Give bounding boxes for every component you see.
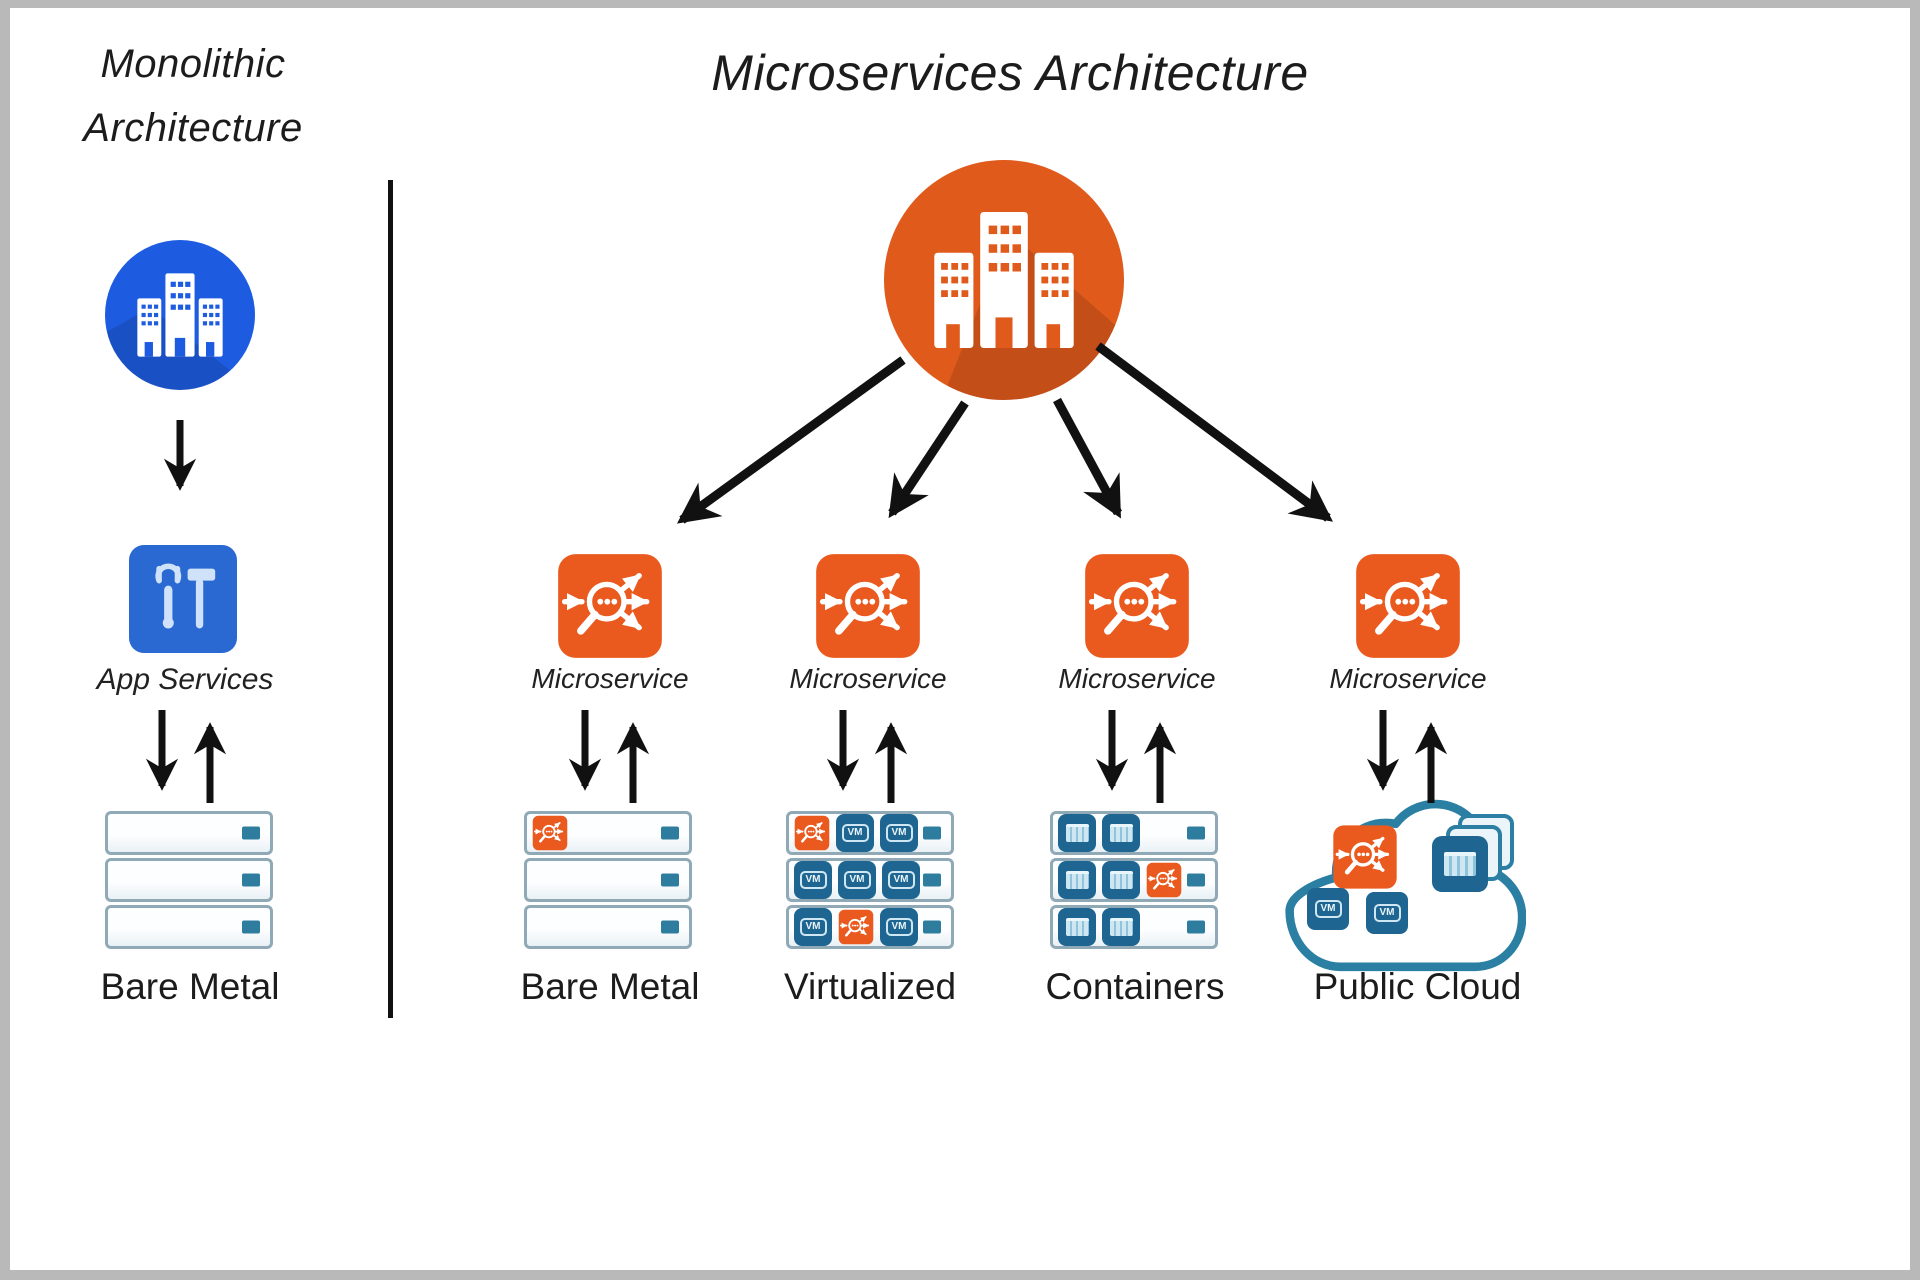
vm-icon: VM — [794, 861, 832, 899]
containers-label: Containers — [1045, 966, 1225, 1007]
wrench-hammer-icon — [137, 553, 229, 645]
server-row — [524, 811, 692, 855]
server-row — [105, 858, 273, 902]
arrow-to-microservice-3 — [1053, 397, 1122, 519]
vm-icon: VM — [882, 861, 920, 899]
diagram-canvas: Monolithic Architecture Microservices Ar… — [10, 8, 1910, 1270]
microservices-title: Microservices Architecture — [711, 45, 1309, 101]
server-led — [661, 920, 679, 934]
bare-metal-label: Bare Metal — [520, 966, 700, 1007]
monolith-bare-metal-label: Bare Metal — [100, 966, 280, 1007]
buildings-icon — [919, 192, 1089, 362]
vm-icon: VM — [836, 814, 874, 852]
microservice-icon — [532, 815, 568, 851]
server-led — [1187, 826, 1205, 840]
server-led — [242, 873, 260, 887]
server-row — [1050, 811, 1218, 855]
vm-icon: VM — [838, 861, 876, 899]
container-icon — [1102, 814, 1140, 852]
microservices-app-icon — [884, 160, 1124, 400]
microservice-icon — [838, 909, 874, 945]
server-row: VM VM VM — [786, 858, 954, 902]
server-led — [923, 826, 941, 840]
server-row — [1050, 905, 1218, 949]
app-services-icon — [129, 545, 237, 653]
microservice-icon — [794, 815, 830, 851]
microservice-icon — [814, 552, 922, 660]
server-led — [1187, 873, 1205, 887]
vm-icon: VM — [880, 814, 918, 852]
server-row: VM VM — [786, 811, 954, 855]
vm-icon: VM — [1307, 888, 1349, 930]
monolithic-title-line1: Monolithic — [100, 42, 286, 86]
container-icon — [1058, 814, 1096, 852]
vm-icon: VM — [794, 908, 832, 946]
flow-arrows — [145, 420, 1448, 803]
microservice-label: Microservice — [1058, 663, 1216, 694]
microservice-icon — [1354, 552, 1462, 660]
server-row — [1050, 858, 1218, 902]
public-cloud-label: Public Cloud — [1313, 966, 1522, 1007]
container-icon — [1102, 861, 1140, 899]
container-icon — [1102, 908, 1140, 946]
container-icon — [1058, 908, 1096, 946]
server-led — [242, 920, 260, 934]
server-led — [661, 873, 679, 887]
container-stack-icon — [1430, 814, 1520, 904]
vm-icon: VM — [880, 908, 918, 946]
server-led — [242, 826, 260, 840]
microservice-icon — [1332, 824, 1398, 890]
containers-server-stack — [1050, 811, 1218, 952]
server-row — [105, 811, 273, 855]
arrow-to-microservice-1 — [676, 356, 906, 524]
app-services-label: App Services — [96, 663, 274, 696]
server-row — [105, 905, 273, 949]
server-led — [923, 873, 941, 887]
microservice-icon — [556, 552, 664, 660]
server-row: VM VM — [786, 905, 954, 949]
monolithic-title-line2: Architecture — [83, 106, 303, 150]
container-icon — [1058, 861, 1096, 899]
server-row — [524, 858, 692, 902]
microservice-icon — [1146, 862, 1182, 898]
vm-icon: VM — [1366, 892, 1408, 934]
monolith-app-icon — [105, 240, 255, 390]
arrow-to-microservice-2 — [888, 400, 969, 519]
monolith-server-stack — [105, 811, 273, 952]
microservice-label: Microservice — [531, 663, 689, 694]
microservice-label: Microservice — [1329, 663, 1487, 694]
microservice-icon — [1083, 552, 1191, 660]
buildings-icon — [128, 261, 232, 365]
server-row — [524, 905, 692, 949]
virtualized-label: Virtualized — [783, 966, 957, 1007]
virtualized-server-stack: VM VM VM VM VM VM VM — [786, 811, 954, 952]
microservice-label: Microservice — [789, 663, 947, 694]
bare-metal-server-stack — [524, 811, 692, 952]
arrow-to-microservice-4 — [1095, 342, 1333, 522]
monolithic-title: Monolithic Architecture — [58, 32, 328, 160]
server-led — [1187, 920, 1205, 934]
server-led — [661, 826, 679, 840]
vertical-divider — [388, 180, 393, 1018]
server-led — [923, 920, 941, 934]
